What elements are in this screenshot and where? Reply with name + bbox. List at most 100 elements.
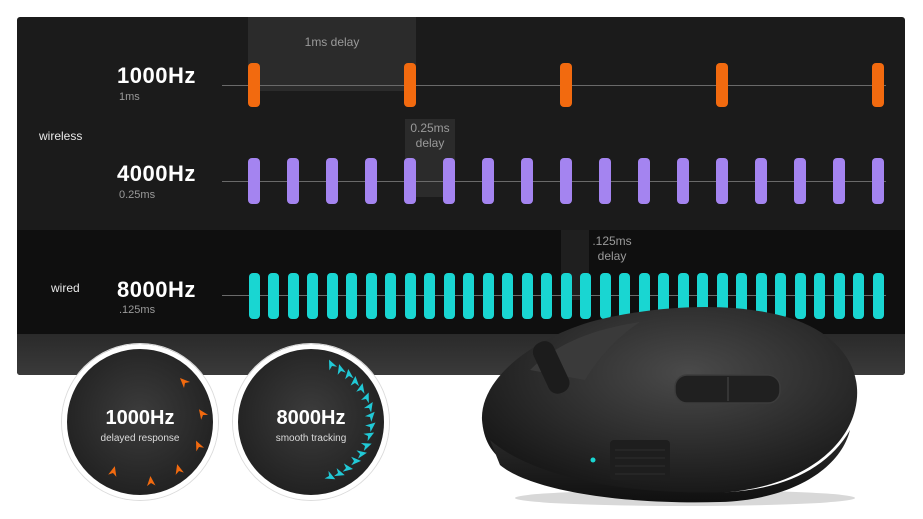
cursor-arrow-icon [364, 412, 375, 423]
delay-label-8000-line2: delay [597, 249, 627, 263]
grip-texture [610, 440, 670, 480]
mouse-base [490, 430, 850, 503]
pulse-bar [404, 63, 416, 107]
pulse-bar [794, 158, 806, 204]
pulse-bar [872, 158, 884, 204]
pulse-bar [853, 273, 864, 319]
pulse-bar [833, 158, 845, 204]
pulse-bar [580, 273, 591, 319]
cursor-arrow-icon [351, 375, 360, 386]
wireless-label: wireless [39, 129, 83, 143]
pulse-bar [521, 273, 533, 319]
cursor-arrow-icon [147, 475, 156, 487]
pulse-bar [307, 273, 318, 319]
pulse-bar [716, 158, 728, 204]
pulse-bar [541, 273, 552, 319]
cursor-arrow-icon [343, 462, 354, 472]
pulse-bar [560, 63, 572, 107]
hz-4000: 4000Hz [117, 161, 196, 186]
cursor-arrow-icon [328, 360, 337, 371]
pulse-bar [404, 273, 416, 319]
pulse-bar [482, 158, 494, 204]
cursor-arrow-icon [337, 363, 346, 375]
pulse-bar [502, 273, 513, 319]
cursor-arrow-icon [175, 464, 184, 475]
pulse-bar [365, 158, 377, 204]
ms-8000: .125ms [119, 304, 156, 316]
pulse-bar [463, 273, 474, 319]
pulse-bar [638, 158, 650, 204]
track-8000 [222, 295, 886, 296]
pulse-bar [599, 273, 611, 319]
pulse-bar [872, 273, 884, 319]
scroll-wheel-icon [532, 341, 570, 394]
cursor-arrow-icon [198, 409, 209, 420]
pulse-bar [736, 273, 747, 319]
cursor-arrow-icon [180, 378, 190, 388]
cursor-arrow-icon [356, 383, 365, 394]
cursor-arrow-icon [334, 467, 346, 476]
ms-4000: 0.25ms [119, 189, 156, 201]
delay-box-1000 [248, 17, 416, 91]
track-1000 [222, 85, 886, 86]
pulse-bar [248, 63, 260, 107]
pulse-bar [248, 158, 260, 204]
badge-8000hz-title: 8000Hz [276, 407, 346, 429]
cursor-arrow-icon [360, 442, 372, 451]
pulse-bar [677, 273, 689, 319]
pulse-bar [794, 273, 806, 319]
pulse-bar [755, 158, 767, 204]
delay-label-4000-line1: 0.25ms [410, 121, 450, 135]
pulse-bar [326, 273, 338, 319]
hz-1000: 1000Hz [117, 63, 196, 88]
pulse-bar [443, 273, 455, 319]
pulse-bar [755, 273, 767, 319]
pulse-bar [872, 63, 884, 107]
delay-label-4000-line2: delay [415, 136, 445, 150]
pulse-bar [658, 273, 669, 319]
cursor-arrow-icon [324, 471, 336, 480]
cursor-arrow-icon [196, 440, 205, 452]
pulse-bar [560, 273, 572, 319]
pulse-bar [775, 273, 786, 319]
cursor-arrow-icon [344, 368, 354, 380]
cursor-arrow-icon [360, 392, 369, 404]
pulse-bar [716, 63, 728, 107]
cursor-arrow-icon [363, 401, 373, 413]
pulse-bar [248, 273, 260, 319]
cursor-arrow-icon [363, 433, 375, 442]
status-led-icon [590, 457, 596, 463]
delay-label-1000: 1ms delay [304, 35, 360, 49]
pulse-bar [814, 273, 825, 319]
cursor-arrow-icon [108, 466, 117, 477]
track-4000 [222, 181, 886, 182]
pulse-bar [287, 273, 299, 319]
pulse-bar [268, 273, 279, 319]
pulse-bar [287, 158, 299, 204]
pulse-bar [404, 158, 416, 204]
delay-label-8000-line1: .125ms [592, 234, 632, 248]
cursor-arrow-icon [364, 422, 376, 433]
hz-8000: 8000Hz [117, 277, 196, 302]
mouse-image [481, 306, 858, 506]
badge-1000hz-subtitle: delayed response [100, 433, 180, 444]
pulse-bar [697, 273, 708, 319]
badge-1000hz: 1000Hz delayed response [62, 344, 218, 500]
pulse-bar [365, 273, 377, 319]
pulse-bar [346, 273, 357, 319]
badge-1000hz-title: 1000Hz [105, 407, 175, 429]
pulse-bar [482, 273, 494, 319]
cursor-arrow-icon [356, 450, 367, 459]
pulse-bar [619, 273, 630, 319]
pulse-bar [638, 273, 650, 319]
pulse-bar [521, 158, 533, 204]
pulse-bar [833, 273, 845, 319]
pulse-bar [716, 273, 728, 319]
polling-rate-panel: 1ms delay 0.25ms delay .125ms delay wire… [17, 17, 905, 375]
cursor-arrow-icon [350, 457, 361, 466]
wired-label: wired [51, 281, 80, 295]
pulse-bar [599, 158, 611, 204]
badge-8000hz-subtitle: smooth tracking [275, 433, 347, 444]
pulse-bar [326, 158, 338, 204]
pulse-bar [443, 158, 455, 204]
